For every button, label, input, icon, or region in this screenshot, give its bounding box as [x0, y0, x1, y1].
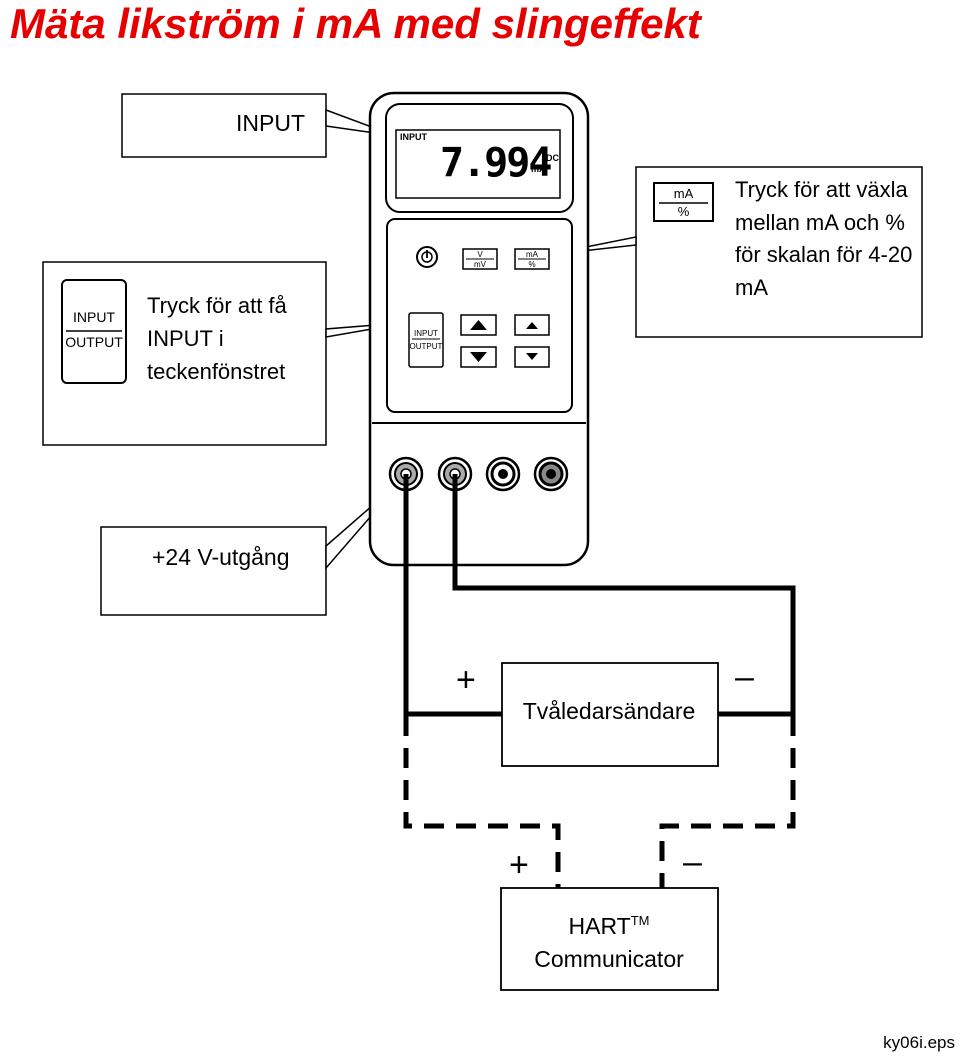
transmitter-label: Tvåledarsändare	[522, 698, 696, 724]
wire-hart-minus	[659, 716, 796, 888]
hart-name: HART	[568, 913, 631, 939]
input-key-legend: INPUT	[414, 329, 438, 338]
up-arrow-small-icon	[526, 322, 538, 329]
hart-communicator-box	[500, 887, 719, 991]
down-arrow-small-icon	[526, 353, 538, 360]
callout-ma-percent-help: Tryck för att växla mellan mA och % för …	[735, 177, 913, 300]
lcd-screen	[395, 129, 561, 199]
lcd-unit: mA	[531, 164, 546, 174]
lcd-reading: 7.994	[440, 140, 552, 186]
hart-plus-sign: +	[509, 846, 529, 884]
wire-plus-24v	[403, 474, 502, 717]
percent-key-legend: %	[528, 260, 536, 269]
callout-box-input	[121, 93, 327, 158]
jack-4[interactable]	[533, 456, 569, 492]
hart-communicator-label: HARTTM Communicator	[500, 904, 718, 976]
down-arrow-icon	[470, 352, 487, 362]
callout-box-24v	[100, 526, 327, 616]
wire-ma-return	[452, 474, 796, 717]
lcd-mode-indicator: INPUT	[400, 132, 427, 142]
hart-minus-sign: –	[683, 843, 702, 881]
jack-3[interactable]	[485, 456, 521, 492]
up-arrow-icon	[470, 320, 487, 330]
example-key-input-legend: INPUT	[73, 309, 115, 325]
callout-input-output-help: Tryck för att få INPUT i teckenfönstret	[147, 293, 287, 384]
hart-communicator-text: Communicator	[534, 946, 684, 972]
v-key-legend: V	[477, 250, 483, 259]
transmitter-minus-sign: –	[735, 658, 754, 696]
example-key-ma-legend: mA	[673, 186, 694, 201]
example-key-percent-legend: %	[677, 204, 690, 219]
transmitter-plus-sign: +	[456, 661, 476, 699]
mv-key-legend: mV	[474, 260, 486, 269]
page-title: Mäta likström i mA med slingeffekt	[10, 0, 701, 47]
file-id-label: ky06i.eps	[883, 1033, 955, 1052]
wire-hart-plus	[403, 716, 561, 888]
lcd-dc-indicator: DC	[546, 153, 559, 163]
example-ma-percent-key	[653, 182, 714, 222]
output-key-legend: OUTPUT	[409, 342, 443, 351]
example-key-output-legend: OUTPUT	[65, 334, 123, 350]
transmitter-box	[501, 662, 719, 767]
callout-24v-output-label: +24 V-utgång	[152, 544, 290, 570]
input-output-key[interactable]	[408, 312, 444, 368]
ma-key-legend: mA	[526, 250, 538, 259]
hart-trademark: TM	[630, 913, 650, 928]
callout-input-display-label: INPUT	[236, 110, 305, 136]
